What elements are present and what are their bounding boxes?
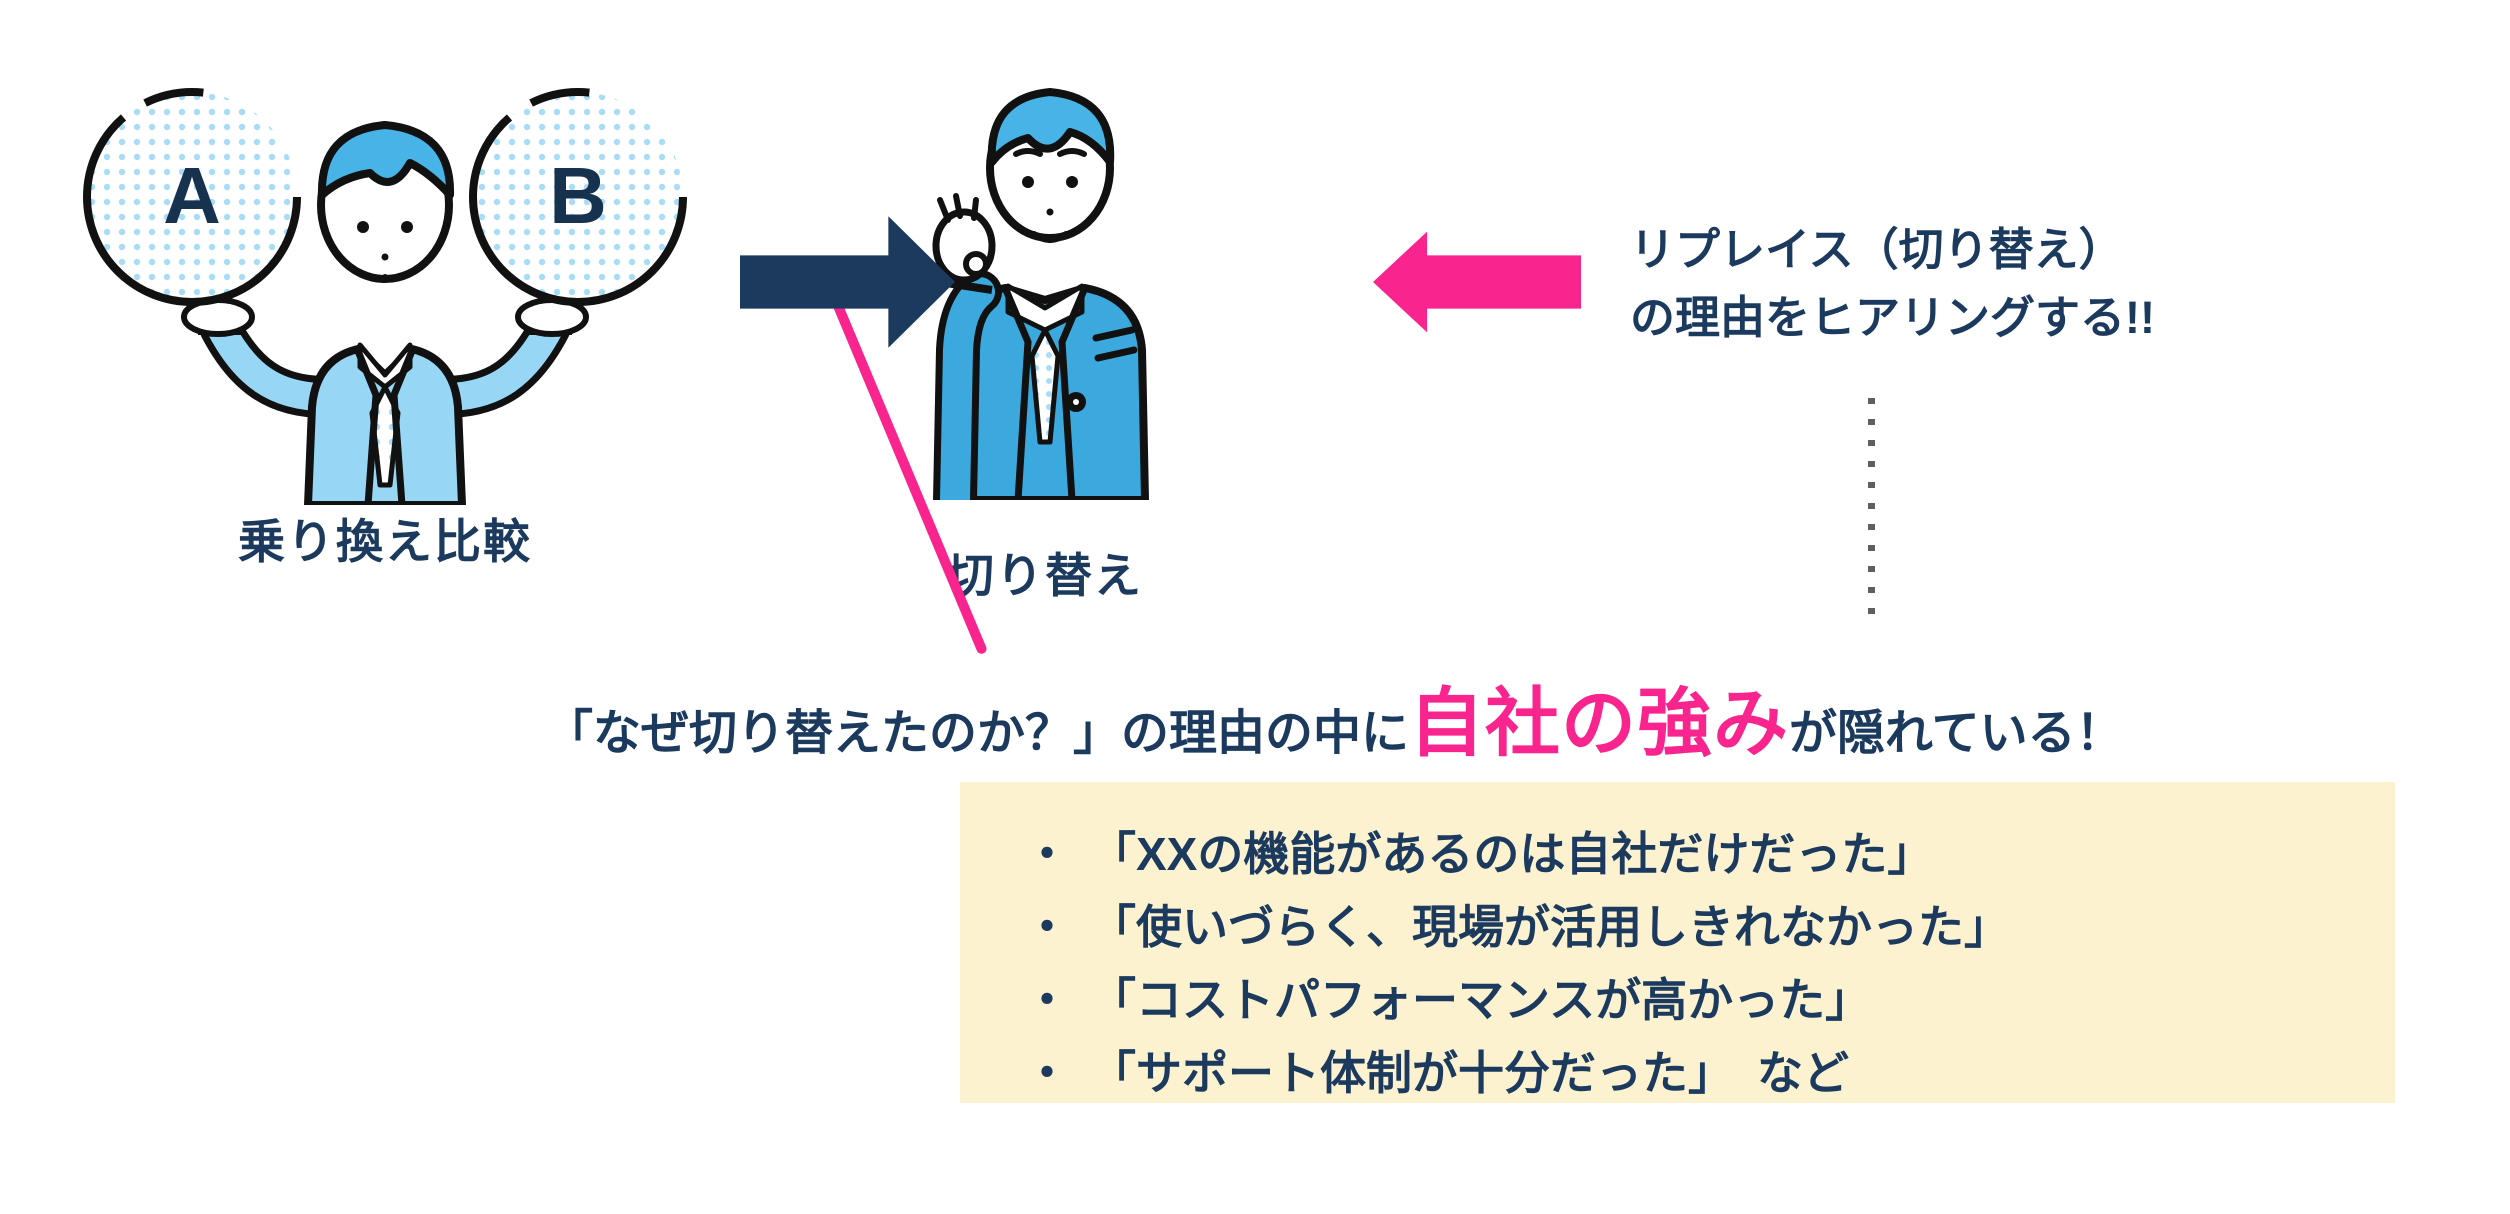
- reason-text: 「コストパフォーマンスが高かった」: [1090, 974, 1872, 1026]
- reason-item: ・ 「サポート体制が十分だった」 など: [1024, 1037, 2395, 1110]
- bullet-icon: ・: [1024, 901, 1070, 953]
- reason-text: 「XXの機能があるのは自社だけだった」: [1090, 828, 1934, 880]
- bullet-icon: ・: [1024, 974, 1070, 1026]
- switch-caption: 切り替え: [947, 549, 1143, 602]
- reasons-box: ・ 「XXの機能があるのは自社だけだった」 ・ 「使いづらく、現場が活用しきれな…: [960, 782, 2395, 1103]
- circle-a-label: A: [163, 151, 221, 240]
- headline-suffix: が隠れている！: [1789, 707, 2124, 760]
- bullet-icon: ・: [1024, 1047, 1070, 1099]
- reason-text: 「サポート体制が十分だった」 など: [1090, 1047, 1849, 1099]
- circle-b-label: B: [549, 151, 607, 240]
- left-arrow-icon: [1373, 231, 1581, 333]
- headline-prefix: 「なぜ切り替えたのか？」の理由の中に: [545, 707, 1410, 760]
- hearing-note: リプレイス（切り替え） の理由をヒアリングする!!: [1630, 216, 2155, 352]
- reason-text: 「使いづらく、現場が活用しきれなかった」: [1090, 901, 2010, 953]
- comparison-caption: 乗り換え比較: [238, 515, 532, 568]
- comparison-person-illustration: A B: [83, 88, 687, 505]
- bullet-icon: ・: [1024, 828, 1070, 880]
- reason-item: ・ 「コストパフォーマンスが高かった」: [1024, 964, 2395, 1037]
- headline: 「なぜ切り替えたのか？」の理由の中に 自社の強み が隠れている！: [545, 662, 2124, 771]
- reason-item: ・ 「XXの機能があるのは自社だけだった」: [1024, 818, 2395, 891]
- hearing-note-line1: リプレイス（切り替え）: [1630, 224, 2124, 275]
- dotted-leader-line: [1868, 398, 1875, 622]
- hearing-note-line2: の理由をヒアリングする!!: [1630, 292, 2155, 343]
- reason-item: ・ 「使いづらく、現場が活用しきれなかった」: [1024, 891, 2395, 964]
- headline-highlight: 自社の強み: [1409, 681, 1790, 765]
